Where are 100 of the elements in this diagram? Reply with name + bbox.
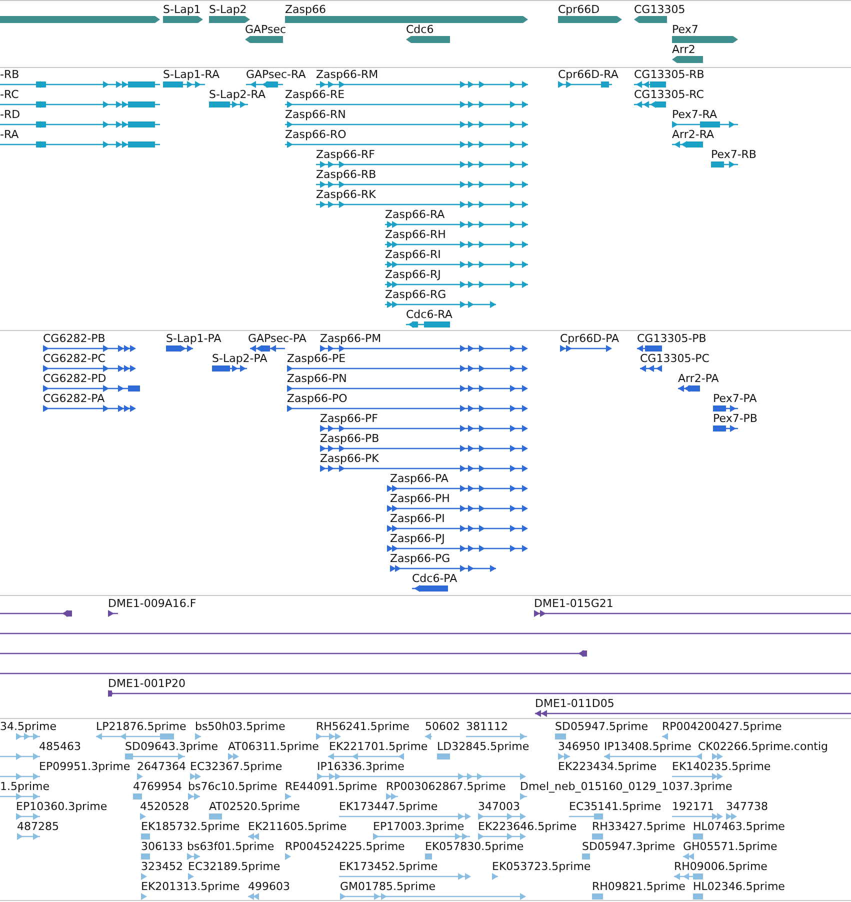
est-label: 347738 [726, 800, 768, 813]
est-label: EP09951.3prime [39, 760, 130, 773]
est-label: EK211605.5prime [248, 820, 347, 833]
transcript-label: Zasp66-RO [285, 128, 346, 141]
protein-label: CG6282-PD [43, 372, 106, 385]
protein-label: Pex7-PA [713, 392, 757, 405]
protein-label: Arr2-PA [678, 372, 719, 385]
gene-label: S-Lap2 [209, 3, 247, 16]
est-label: RP003062867.5prime [386, 780, 506, 793]
protein-label: Zasp66-PM [320, 332, 382, 345]
est-label: 323452 [141, 860, 183, 873]
transcript-label: Zasp66-RB [316, 168, 376, 181]
est-label: LD32845.5prime [437, 740, 530, 753]
est-label: bs50h03.5prime [195, 720, 286, 733]
est-label: IP16336.3prime [317, 760, 404, 773]
est-label: EK173447.5prime [339, 800, 438, 813]
clone-label: DME1-011D05 [535, 697, 614, 710]
est-label: 347003 [478, 800, 520, 813]
transcript-label: Pex7-RB [711, 148, 756, 161]
est-label: HL02346.5prime [693, 880, 785, 893]
est-label: EC35141.5prime [569, 800, 662, 813]
est-label: 4769954 [133, 780, 182, 793]
protein-label: Zasp66-PA [390, 472, 448, 485]
est-label: 192171 [672, 800, 714, 813]
transcript-label: Zasp66-RI [385, 248, 441, 261]
protein-label: CG13305-PB [637, 332, 706, 345]
transcript-label: Cdc6-RA [406, 308, 452, 321]
transcript-label: S-Lap1-RA [163, 68, 220, 81]
est-label: 499603 [248, 880, 290, 893]
transcript-label: Zasp66-RG [385, 288, 446, 301]
est-label: RH09821.5prime [592, 880, 686, 893]
clone-label: DME1-009A16.F [108, 597, 196, 610]
est-label: 306133 [141, 840, 183, 853]
est-label: EK053723.5prime [492, 860, 591, 873]
est-label: GM01785.5prime [340, 880, 436, 893]
protein-label: CG13305-PC [640, 352, 710, 365]
protein-label: Zasp66-PO [287, 392, 348, 405]
transcript-label: Zasp66-RK [316, 188, 376, 201]
est-label: EC32189.5prime [188, 860, 280, 873]
est-label: EK057830.5prime [425, 840, 524, 853]
est-label: bs63f01.5prime [187, 840, 274, 853]
est-label: CK02266.5prime.contig [698, 740, 828, 753]
est-label: 4520528 [140, 800, 189, 813]
est-label: SD05947.5prime [555, 720, 648, 733]
est-label: GH05571.5prime [683, 840, 778, 853]
gene-label: S-Lap1 [163, 3, 201, 16]
transcript-label: Zasp66-RF [316, 148, 375, 161]
clone-label: DME1-001P20 [108, 677, 186, 690]
est-label: RP004524225.5prime [285, 840, 405, 853]
gene-label: Cdc6 [406, 23, 434, 36]
est-label: 2647364 [137, 760, 186, 773]
est-label: HL07463.5prime [693, 820, 785, 833]
est-label: RH56241.5prime [316, 720, 410, 733]
est-label: Dmel_neb_015160_0129_1037.3prime [520, 780, 732, 793]
est-label: EK201313.5prime [141, 880, 240, 893]
transcript-label: Pex7-RA [672, 108, 718, 121]
est-label: 34.5prime [0, 720, 57, 733]
est-label: EK140235.5prime [672, 760, 771, 773]
est-label: RE44091.5prime [285, 780, 378, 793]
protein-label: Zasp66-PB [320, 432, 380, 445]
est-label: EK185732.5prime [141, 820, 240, 833]
transcript-label: Cpr66D-RA [558, 68, 618, 81]
est-label: AT06311.5prime [228, 740, 319, 753]
est-label: 485463 [39, 740, 81, 753]
transcript-label: -RD [0, 108, 20, 121]
transcript-label: S-Lap2-RA [209, 88, 266, 101]
protein-label: Cpr66D-PA [560, 332, 620, 345]
protein-label: CG6282-PA [43, 392, 105, 405]
transcript-label: Zasp66-RE [285, 88, 345, 101]
transcript-label: Zasp66-RA [385, 208, 445, 221]
transcript-label: -RC [0, 88, 19, 101]
est-label: RP004200427.5prime [662, 720, 782, 733]
protein-label: Zasp66-PH [390, 492, 450, 505]
transcript-label: CG13305-RC [634, 88, 704, 101]
protein-label: Cdc6-PA [412, 572, 458, 585]
protein-label: Zasp66-PI [390, 512, 445, 525]
gene-label: Arr2 [672, 43, 696, 56]
transcript-label: GAPsec-RA [246, 68, 306, 81]
est-label: 1.5prime [0, 780, 50, 793]
est-label: EK223434.5prime [558, 760, 657, 773]
protein-label: CG6282-PB [43, 332, 106, 345]
est-label: RH33427.5prime [592, 820, 686, 833]
protein-label: CG6282-PC [43, 352, 106, 365]
transcript-label: Arr2-RA [672, 128, 714, 141]
protein-label: GAPsec-PA [248, 332, 306, 345]
est-label: EC32367.5prime [190, 760, 282, 773]
est-label: LP21876.5prime [96, 720, 186, 733]
protein-label: Zasp66-PN [287, 372, 347, 385]
est-label: 346950 [558, 740, 600, 753]
gene-label: CG13305 [634, 3, 686, 16]
gene-label: GAPsec [245, 23, 286, 36]
gene-label: Cpr66D [558, 3, 600, 16]
transcript-label: Zasp66-RJ [385, 268, 441, 281]
est-label: SD05947.3prime [582, 840, 675, 853]
protein-label: S-Lap2-PA [212, 352, 268, 365]
gene-label: Zasp66 [285, 3, 326, 16]
protein-label: Zasp66-PK [320, 452, 379, 465]
est-label: IP13408.5prime [604, 740, 692, 753]
transcript-label: -RA [0, 128, 19, 141]
est-label: 381112 [466, 720, 508, 733]
